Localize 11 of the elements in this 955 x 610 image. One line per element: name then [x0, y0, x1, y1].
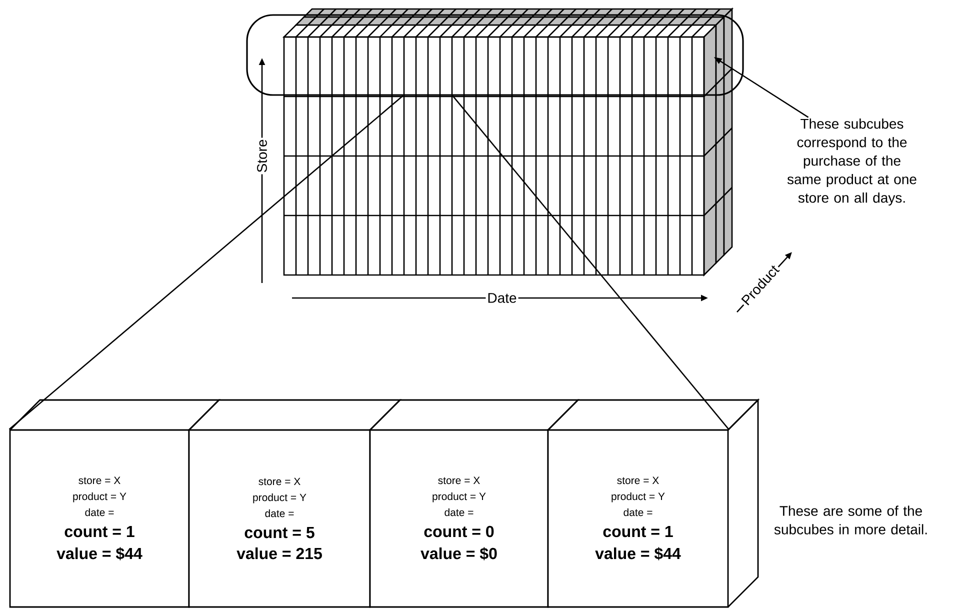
note-text: These are some of the subcubes in more detail.	[774, 506, 927, 534]
zoom-line	[452, 95, 730, 430]
subcube-box: store = X product = Y date = count = 1 value = $44	[9, 429, 190, 608]
subcube-box: store = X product = Y date = count = 1 value = $44	[547, 429, 729, 608]
subcube-box: store = X product = Y date = count = 0 value = $0	[369, 429, 549, 608]
highlight-outline	[246, 14, 744, 96]
axis-label: Store	[256, 138, 268, 174]
callout-text: These subcubes correspond to the purchase of the same product at one store on all days.	[787, 118, 916, 206]
axis-label: Date	[486, 292, 518, 304]
zoom-line	[8, 95, 404, 430]
subcube-box: store = X product = Y date = count = 5 value = 215	[188, 429, 371, 608]
